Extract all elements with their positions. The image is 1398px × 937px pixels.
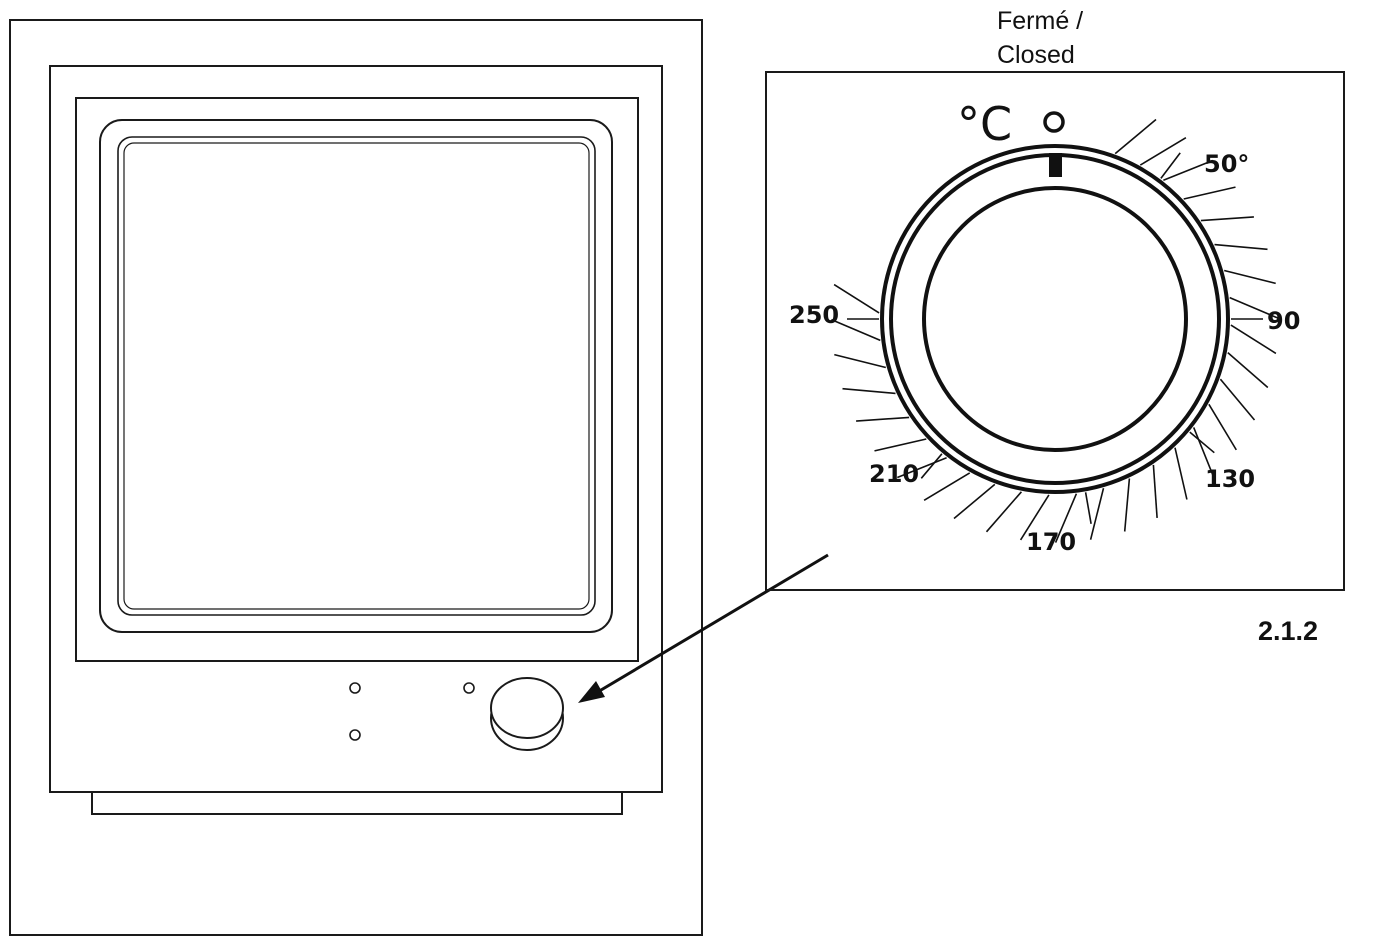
scale-tick <box>856 416 910 422</box>
figure-number: 2.1.2 <box>1258 616 1318 646</box>
scale-tick <box>1214 243 1268 251</box>
scale-tick <box>1224 269 1276 285</box>
scale-tick <box>1219 378 1256 421</box>
scale-label-130: 130 <box>1205 465 1255 493</box>
appliance-window-pane <box>123 142 590 610</box>
scale-label-250: 250 <box>789 301 839 329</box>
indicator-hole <box>349 729 361 741</box>
dial-closed-marker <box>1049 153 1062 177</box>
arrow-head <box>578 681 605 703</box>
appliance-door-frame <box>75 97 639 662</box>
dial-scale-ticks <box>831 118 1279 543</box>
appliance-outer-frame <box>9 19 703 936</box>
scale-tick <box>834 353 886 369</box>
scale-tick <box>831 318 881 342</box>
dial-ring-inner-edge <box>889 153 1221 485</box>
scale-major-tick <box>1189 431 1215 454</box>
indicator-hole <box>349 682 361 694</box>
dial-knob-face <box>922 186 1188 452</box>
scale-major-tick <box>1160 152 1181 179</box>
scale-tick <box>1229 296 1279 320</box>
scale-tick <box>1089 488 1105 540</box>
dial-detail: Fermé / Closed °C 50° 90 130 170 210 250 <box>765 7 1345 591</box>
scale-tick <box>1163 159 1213 182</box>
scale-tick <box>1019 494 1050 541</box>
scale-tick <box>1123 478 1131 532</box>
appliance-front-view <box>9 19 703 936</box>
scale-tick <box>1208 403 1237 451</box>
unit-dot-icon <box>1043 111 1065 133</box>
dial-outer-ring <box>880 144 1230 494</box>
unit-label: °C <box>957 97 1012 151</box>
scale-tick <box>1192 427 1215 477</box>
scale-label-210: 210 <box>869 460 919 488</box>
scale-label-50: 50° <box>1204 150 1249 178</box>
dial-scale-labels: 50° 90 130 170 210 250 <box>789 150 1300 556</box>
scale-tick <box>1183 186 1236 200</box>
appliance-base-plinth <box>91 791 623 815</box>
scale-tick <box>874 438 927 452</box>
scale-tick <box>1230 324 1277 355</box>
dial-detail-frame <box>765 71 1345 591</box>
scale-label-170: 170 <box>1026 528 1076 556</box>
scale-tick <box>1054 493 1078 543</box>
arrow-shaft <box>595 553 829 695</box>
closed-label-line2: Closed <box>997 41 1075 69</box>
thermostat-knob-face <box>490 677 564 739</box>
appliance-window-inner <box>117 136 596 616</box>
scale-tick <box>1114 118 1157 155</box>
scale-major-tick <box>920 453 943 479</box>
scale-tick <box>953 483 996 520</box>
scale-tick <box>842 387 896 395</box>
scale-tick <box>833 283 880 314</box>
scale-tick <box>923 472 971 501</box>
scale-tick <box>1227 351 1269 389</box>
appliance-window-outer <box>99 119 613 633</box>
indicator-hole <box>463 682 475 694</box>
closed-label-line1: Fermé / <box>997 7 1083 35</box>
scale-tick <box>1139 137 1187 166</box>
pointer-arrow <box>578 553 829 703</box>
scale-tick <box>1200 216 1254 222</box>
scale-tick <box>985 491 1023 533</box>
scale-tick <box>1174 447 1188 500</box>
scale-label-90: 90 <box>1267 307 1300 335</box>
scale-major-tick <box>1084 492 1092 524</box>
scale-tick <box>897 456 947 479</box>
scale-tick <box>1152 464 1158 518</box>
